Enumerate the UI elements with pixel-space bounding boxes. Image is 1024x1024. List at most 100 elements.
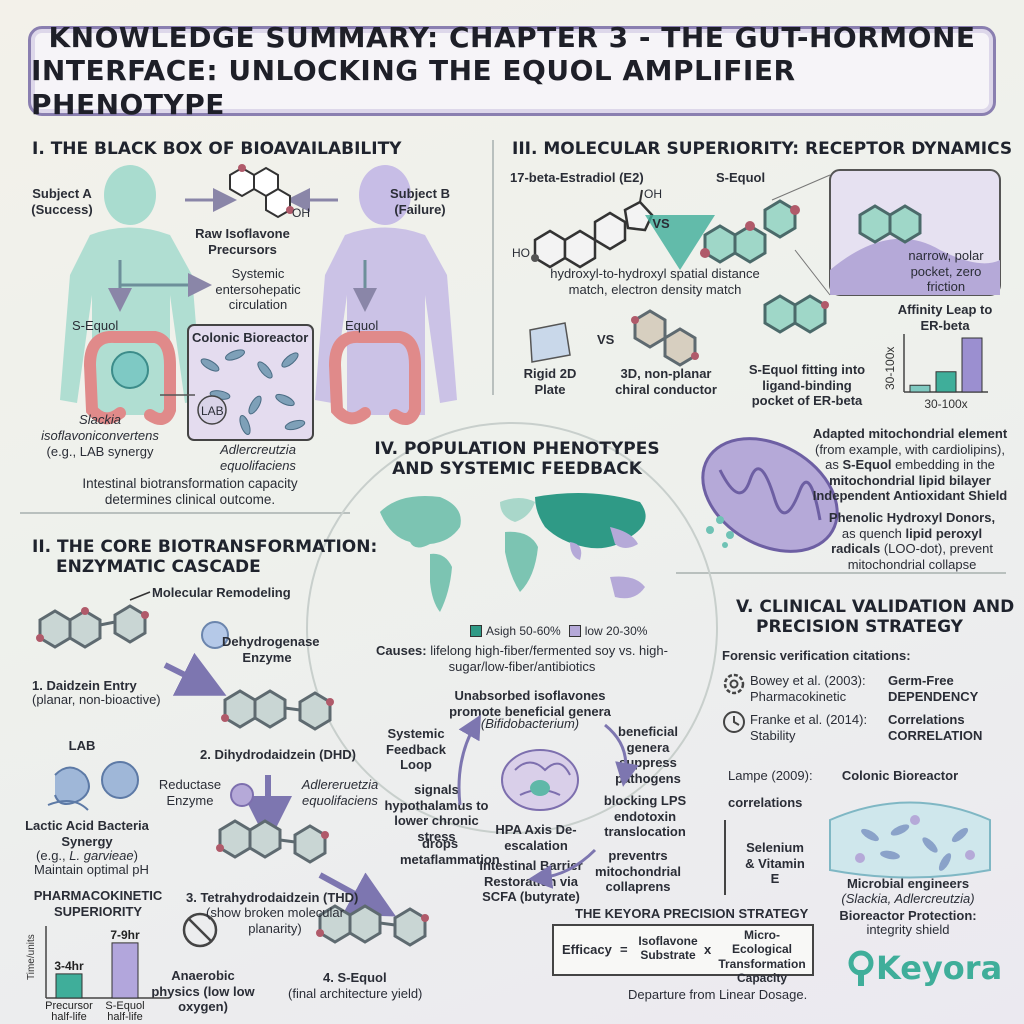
citation-1-source: Bowey et al. (2003): Pharmacokinetic bbox=[750, 673, 866, 704]
legend-low-label: low 20-30% bbox=[584, 624, 648, 638]
step-1-label: 1. Daidzein Entry bbox=[32, 678, 137, 693]
title-line-1: KNOWLEDGE SUMMARY: CHAPTER 3 - THE GUT-H… bbox=[48, 20, 976, 54]
pk-bar bbox=[111, 942, 139, 999]
receptor-illustration bbox=[529, 169, 1001, 367]
pk-category-label: half-life bbox=[51, 1011, 86, 1023]
legend-high-label: Asigh 50-60% bbox=[486, 624, 561, 638]
divider-right bbox=[676, 572, 1006, 574]
equol-label-b: Equol bbox=[345, 318, 379, 333]
vs-label-2: VS bbox=[597, 332, 615, 347]
step-4-label: 4. S-Equol bbox=[323, 970, 387, 985]
section-4-title-line-1: IV. POPULATION PHENOTYPES bbox=[374, 439, 660, 459]
forensic-label: Forensic verification citations: bbox=[722, 648, 911, 663]
keyora-logo: Keyora bbox=[846, 948, 1002, 988]
affinity-bar bbox=[935, 371, 957, 393]
microbial-engineers-sub: (Slackia, Adlercreutzia) bbox=[841, 891, 975, 906]
anaerobic-label: Anaerobic physics (low low oxygen) bbox=[151, 968, 255, 1015]
s-equol-header-label: S-Equol bbox=[716, 170, 766, 185]
mitochondrion-illustration bbox=[701, 437, 839, 553]
drops-label: drops metaflammation bbox=[400, 836, 500, 867]
lab-label: LAB bbox=[201, 404, 224, 418]
oh-label: OH bbox=[292, 206, 310, 220]
colonic-bioreactor-2-label: Colonic Bioreactor bbox=[841, 768, 959, 783]
reductase-label: Reductase Enzyme bbox=[158, 777, 222, 808]
legend-high-swatch bbox=[470, 625, 482, 637]
clock-icon bbox=[723, 711, 745, 733]
dehydrogenase-label: Dehydrogenase Enzyme bbox=[222, 634, 320, 665]
feedback-loop-illustration bbox=[457, 714, 639, 889]
section-5-title-line-2: PRECISION STRATEGY bbox=[756, 617, 963, 637]
unabsorbed-label: Unabsorbed isoflavones promote beneficia… bbox=[449, 688, 611, 719]
section-2-title-line-2: ENZYMATIC CASCADE bbox=[56, 557, 261, 577]
molecular-remodeling-label: Molecular Remodeling bbox=[152, 585, 291, 600]
rigid-plate-label: Rigid 2D Plate bbox=[523, 366, 577, 397]
affinity-chart-title: Affinity Leap to ER-beta bbox=[897, 302, 993, 333]
affinity-x-label: 30-100x bbox=[924, 397, 967, 411]
world-map bbox=[380, 493, 646, 612]
adlercreutzia-label: Adlercreutzia equolifaciens bbox=[220, 442, 296, 473]
s-equol-label-a: S-Equol bbox=[72, 318, 119, 333]
subject-b-label: Subject B (Failure) bbox=[390, 186, 450, 217]
equals-sign: = bbox=[620, 942, 628, 957]
citation-1-finding: Germ-Free DEPENDENCY bbox=[888, 673, 979, 704]
vs-label-1: VS bbox=[652, 216, 670, 231]
pk-y-label: Time/units bbox=[26, 934, 37, 980]
lab-eg-label: (e.g., L. garvieae) bbox=[36, 848, 138, 863]
subject-a-label: Subject A (Success) bbox=[31, 186, 93, 217]
bioavailability-illustration bbox=[60, 164, 457, 441]
map-legend: Asigh 50-60% low 20-30% bbox=[470, 624, 647, 638]
feedback-label: Systemic Feedback Loop bbox=[386, 726, 446, 773]
brand-name: Keyora bbox=[876, 949, 1003, 987]
step-3-label: 3. Tetrahydrodaidzein (THD) bbox=[186, 890, 359, 905]
fitting-label: S-Equol fitting into ligand-binding pock… bbox=[748, 362, 866, 409]
affinity-bar bbox=[961, 337, 983, 393]
lampe-bracket bbox=[724, 820, 726, 895]
step-3-sub-label: (show broken molecular planarity) bbox=[205, 905, 344, 936]
efficacy-term: Efficacy bbox=[562, 942, 612, 957]
selenium-label: Selenium & Vitamin E bbox=[745, 840, 805, 887]
lampe-finding: correlations bbox=[728, 795, 803, 810]
pk-category-label: half-life bbox=[107, 1011, 142, 1023]
micro-ecological-term: Micro-Ecological Transformation Capacity bbox=[718, 928, 806, 986]
step-2-label: 2. Dihydrodaidzein (DHD) bbox=[200, 747, 357, 762]
systemic-circulation-label: Systemic entersohepatic circulation bbox=[215, 266, 301, 313]
section-2-title-line-1: II. THE CORE BIOTRANSFORMATION: bbox=[32, 537, 378, 557]
legend-low-swatch bbox=[568, 625, 581, 637]
citation-2-source: Franke et al. (2014): Stability bbox=[750, 712, 868, 743]
strategy-equation-box: Efficacy = Isoflavone Substrate x Micro-… bbox=[552, 924, 814, 985]
slackia-label: Slackia isoflavoniconvertens bbox=[41, 412, 159, 443]
subject-b-body bbox=[315, 165, 457, 415]
section-1-title: I. THE BLACK BOX OF BIOAVAILABILITY bbox=[32, 139, 402, 159]
phenolic-text: Phenolic Hydroxyl Donors, as quench lipi… bbox=[828, 510, 996, 572]
section-5-title-line-1: V. CLINICAL VALIDATION AND bbox=[736, 597, 1015, 617]
raw-precursors-label: Raw Isoflavone Precursors bbox=[195, 226, 290, 257]
strategy-title: THE KEYORA PRECISION STRATEGY bbox=[575, 906, 809, 921]
pk-category-label: S-Equol bbox=[105, 1000, 144, 1012]
enzymatic-cascade-illustration bbox=[36, 591, 429, 948]
lab-ph-label: Maintain optimal pH bbox=[34, 862, 149, 877]
citation-icons bbox=[723, 673, 745, 733]
section-3-title: III. MOLECULAR SUPERIORITY: RECEPTOR DYN… bbox=[512, 139, 1013, 159]
lab-title: LAB bbox=[68, 738, 96, 753]
pk-bar bbox=[55, 973, 83, 999]
beneficial-label: beneficial genera suppress pathogens bbox=[615, 724, 681, 786]
chiral-label: 3D, non-planar chiral conductor bbox=[615, 366, 717, 397]
prevents-label: preventrs mitochondrial collaprens bbox=[595, 848, 681, 895]
bioreactor-shield-illustration bbox=[829, 801, 991, 879]
protection-label: Bioreactor Protection: bbox=[839, 908, 977, 923]
isoflavone-term: Isoflavone Substrate bbox=[638, 934, 698, 963]
keyora-mark-icon bbox=[848, 950, 874, 986]
divider-vertical-top bbox=[492, 140, 494, 395]
pk-category-label: Precursor bbox=[45, 1000, 93, 1012]
lab-synergy-label: Lactic Acid Bacteria Synergy bbox=[25, 818, 149, 849]
colonic-bioreactor-label: Colonic Bioreactor bbox=[192, 330, 309, 345]
e2-ho-label: HO bbox=[512, 246, 530, 260]
citation-2-finding: Correlations CORRELATION bbox=[888, 712, 983, 743]
e2-oh-label: OH bbox=[644, 187, 662, 201]
divider-left bbox=[20, 512, 350, 514]
protection-sub: integrity shield bbox=[866, 922, 950, 937]
match-label: hydroxyl-to-hydroxyl spatial distance ma… bbox=[550, 266, 760, 297]
